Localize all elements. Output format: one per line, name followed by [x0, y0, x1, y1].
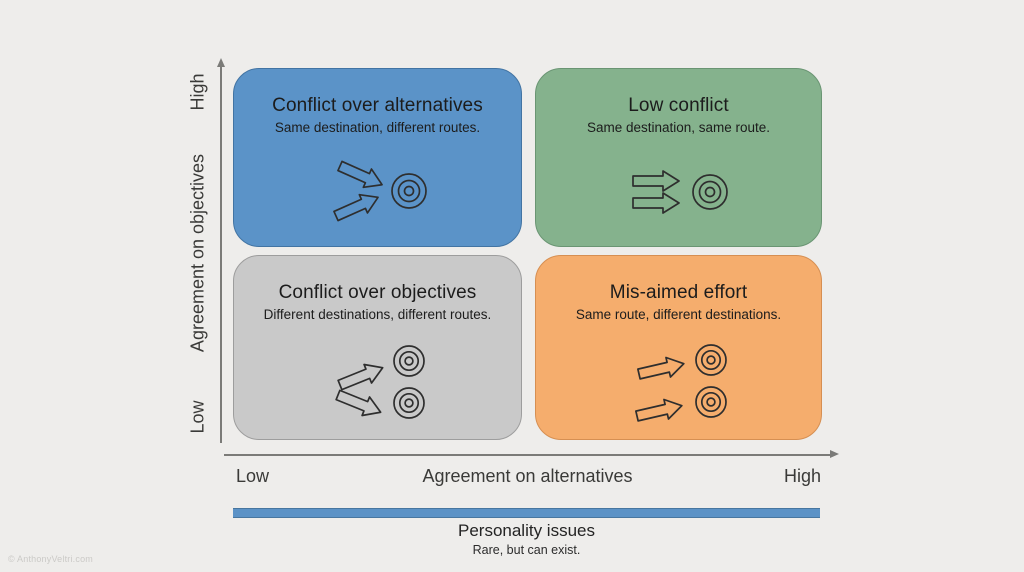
converging-arrows-one-target-icon: [330, 156, 427, 227]
personality-issues-bar: [233, 508, 820, 518]
x-axis-arrowhead-icon: [830, 450, 839, 459]
quadrant-mis-aimed-effort: Mis-aimed effort Same route, different d…: [535, 255, 822, 440]
y-axis-low-label: Low: [187, 400, 208, 434]
quadrant-low-conflict: Low conflict Same destination, same rout…: [535, 68, 822, 247]
parallel-arrows-one-target-icon: [631, 170, 728, 214]
quadrant-conflict-over-alternatives: Conflict over alternatives Same destinat…: [233, 68, 522, 247]
x-axis-high-label: High: [784, 466, 822, 486]
footer-subtitle: Rare, but can exist.: [472, 543, 581, 557]
footer-title: Personality issues: [457, 521, 595, 540]
parallel-arrows-two-targets-icon: [633, 344, 727, 426]
x-axis-title: Agreement on alternatives: [422, 466, 633, 486]
quadrant-title: Conflict over alternatives: [272, 95, 483, 116]
quadrant-title: Mis-aimed effort: [609, 282, 748, 303]
quadrant-subtitle: Different destinations, different routes…: [263, 306, 492, 322]
y-axis-line: [220, 67, 222, 443]
quadrant-conflict-over-objectives: Conflict over objectives Different desti…: [233, 255, 522, 440]
quadrant-title: Low conflict: [628, 95, 729, 116]
diverging-arrows-two-targets-icon: [332, 345, 425, 423]
x-axis-low-label: Low: [236, 466, 270, 486]
quadrant-title: Conflict over objectives: [278, 282, 477, 303]
quadrant-subtitle: Same route, different destinations.: [575, 306, 782, 322]
watermark: © AnthonyVeltri.com: [8, 554, 93, 564]
x-axis-line: [224, 454, 830, 456]
y-axis-arrowhead-icon: [216, 58, 225, 67]
y-axis-title: Agreement on objectives: [187, 153, 208, 353]
quadrant-subtitle: Same destination, same route.: [586, 119, 771, 135]
quadrant-subtitle: Same destination, different routes.: [274, 119, 481, 135]
y-axis-high-label: High: [187, 73, 208, 111]
